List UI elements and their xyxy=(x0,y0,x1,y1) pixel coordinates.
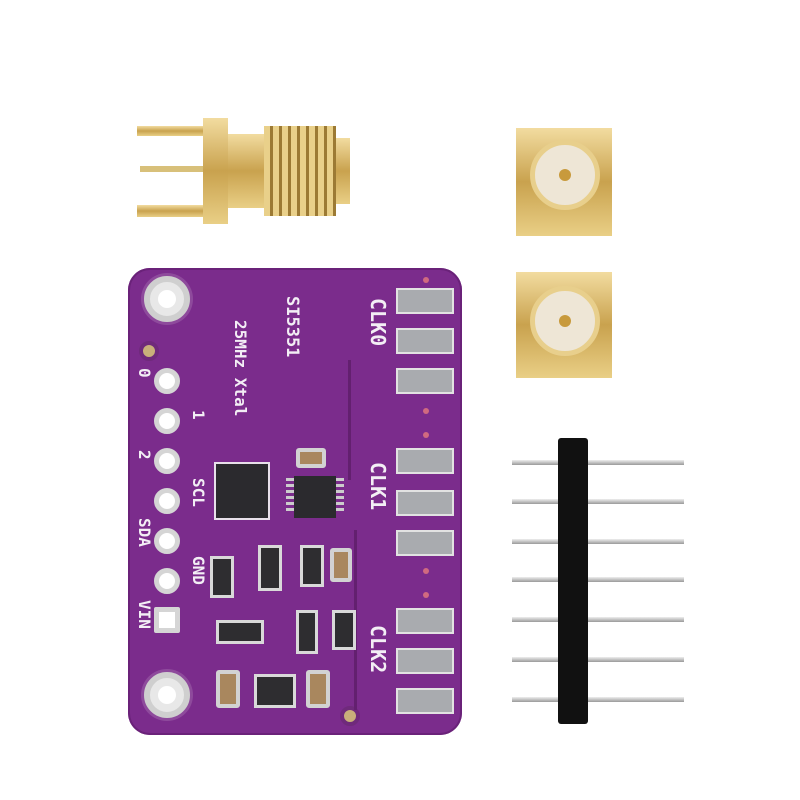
clk0-label: CLK0 xyxy=(366,298,390,347)
edge-pad xyxy=(396,648,454,674)
edge-pad xyxy=(396,608,454,634)
resistor xyxy=(332,610,356,650)
crystal-label: 25MHz Xtal xyxy=(231,320,250,417)
pin-label: 2 xyxy=(135,450,154,460)
mounting-hole xyxy=(144,672,190,718)
edge-pad xyxy=(396,368,454,394)
edge-pad xyxy=(396,530,454,556)
pin-hole xyxy=(154,568,180,594)
pin-label: VIN xyxy=(135,600,154,629)
capacitor xyxy=(216,670,240,708)
pin-hole xyxy=(154,368,180,394)
resistor xyxy=(210,556,234,598)
edge-pad xyxy=(396,688,454,714)
edge-pad xyxy=(396,490,454,516)
clk2-label: CLK2 xyxy=(366,625,390,674)
clk1-label: CLK1 xyxy=(366,462,390,511)
ldo-regulator xyxy=(254,674,296,708)
edge-pad xyxy=(396,288,454,314)
chip-label: SI5351 xyxy=(282,296,302,358)
pin-hole xyxy=(154,488,180,514)
capacitor xyxy=(306,670,330,708)
capacitor xyxy=(296,448,326,468)
pin-label: GND xyxy=(189,556,208,585)
resistor xyxy=(216,620,264,644)
pin-hole xyxy=(154,448,180,474)
pin-label: SDA xyxy=(135,518,154,547)
pin-hole xyxy=(154,528,180,554)
crystal xyxy=(214,462,270,520)
regulator xyxy=(258,545,282,591)
pin-label: 1 xyxy=(189,410,208,420)
mounting-hole xyxy=(144,276,190,322)
edge-pad xyxy=(396,328,454,354)
pin-label: 0 xyxy=(135,368,154,378)
si5351-chip xyxy=(294,476,336,518)
transistor xyxy=(296,610,318,654)
edge-pad xyxy=(396,448,454,474)
capacitor xyxy=(330,548,352,582)
pin-label: SCL xyxy=(189,478,208,507)
pin-hole-square xyxy=(154,607,180,633)
resistor xyxy=(300,545,324,587)
pin-hole xyxy=(154,408,180,434)
